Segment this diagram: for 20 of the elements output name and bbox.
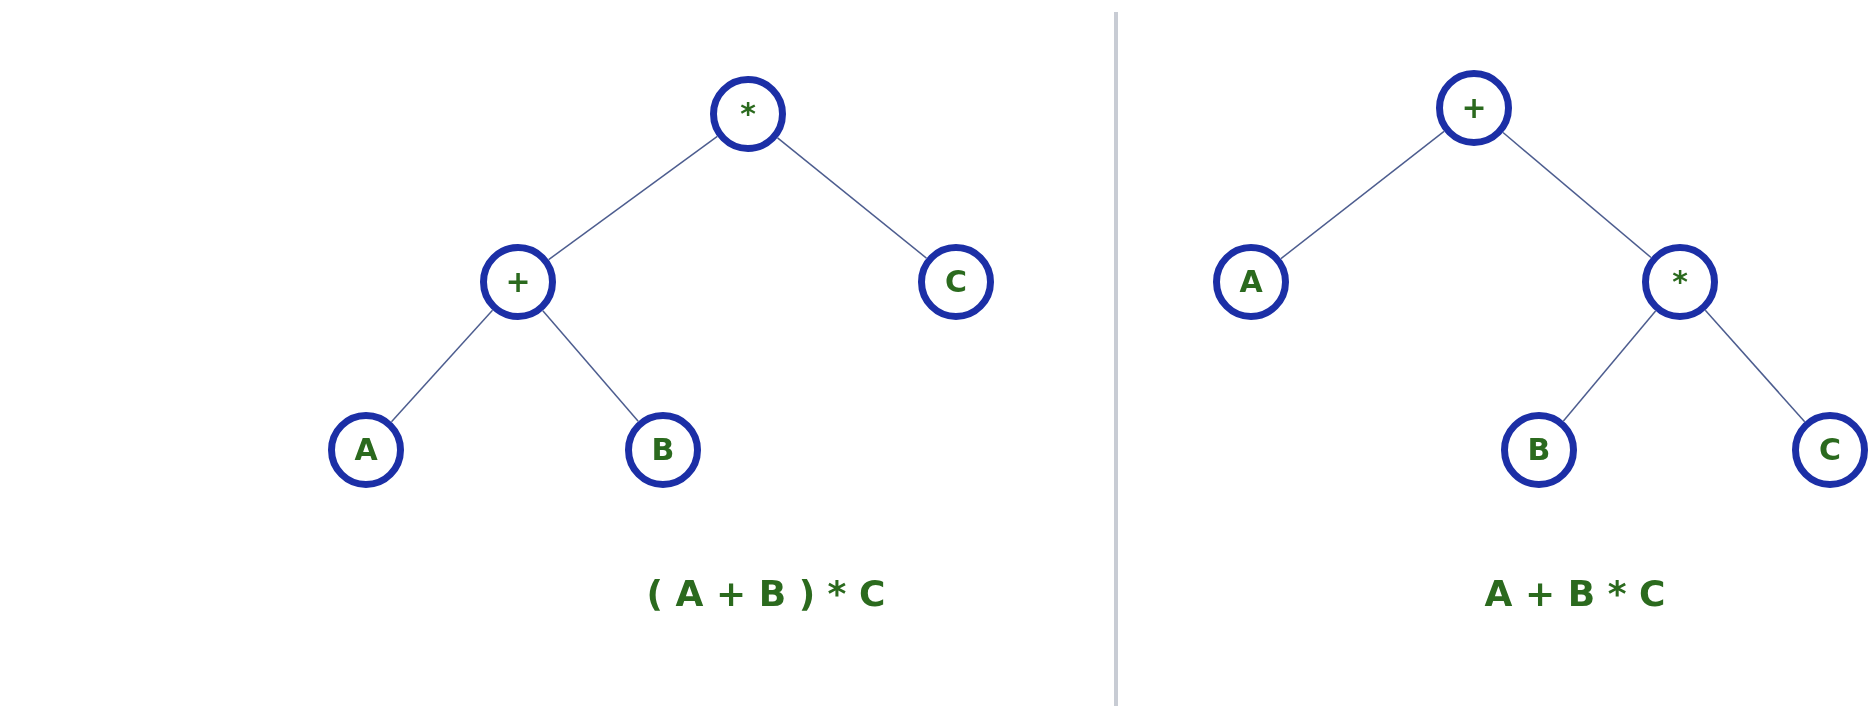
tree-edge-line	[776, 137, 928, 259]
node-symbol: A	[354, 435, 378, 465]
node-symbol: B	[651, 435, 675, 465]
node-symbol: A	[1239, 267, 1263, 297]
tree-edge-line	[542, 310, 639, 422]
node-symbol: *	[1672, 267, 1688, 297]
tree-edge-line	[1502, 131, 1652, 259]
node-symbol: +	[1461, 93, 1487, 123]
node-symbol: C	[945, 267, 967, 297]
tree-edge-line	[390, 309, 494, 423]
node-symbol: +	[505, 267, 531, 297]
node-symbol: B	[1527, 435, 1551, 465]
node-symbol: C	[1819, 435, 1841, 465]
expression-label: ( A + B ) * C	[646, 572, 886, 614]
tree-edge-line	[1562, 310, 1657, 422]
tree-edge-line	[1704, 309, 1806, 423]
node-symbol: *	[740, 99, 756, 129]
expression-label: A + B * C	[1484, 572, 1666, 614]
tree-edge-line	[547, 135, 719, 261]
tree-edge-line	[1280, 130, 1445, 260]
